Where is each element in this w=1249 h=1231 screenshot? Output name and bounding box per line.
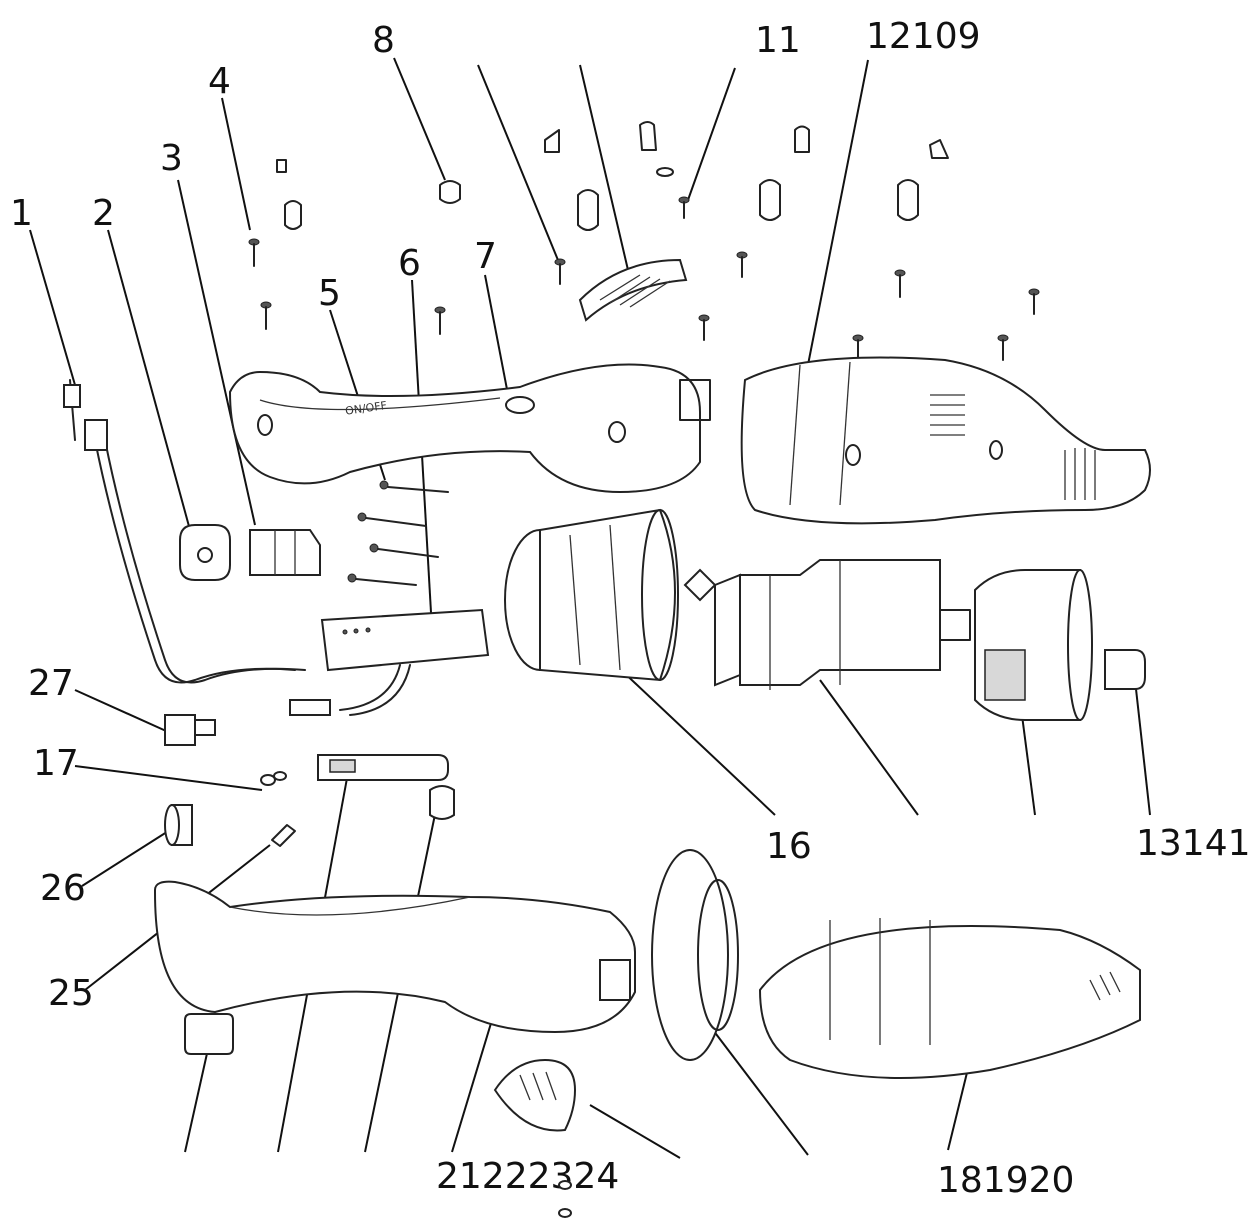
top-pegs: [276, 121, 949, 231]
screw-icon: [260, 301, 272, 330]
circuit-board: [289, 608, 490, 716]
screws: [248, 196, 1040, 361]
end-cap: [974, 569, 1146, 721]
label-181920: 181920: [937, 1160, 1074, 1201]
small-parts: [164, 714, 455, 847]
ring-band: [651, 849, 739, 1061]
label-8: 8: [372, 20, 395, 61]
label-131415: 131415: [1136, 823, 1249, 864]
front-housing-bottom: [758, 918, 1141, 1079]
label-1: 1: [10, 193, 33, 234]
screw-icon: [248, 238, 260, 267]
label-3: 3: [160, 138, 183, 179]
screw-icon: [736, 251, 748, 278]
label-26: 26: [40, 868, 86, 909]
screw-icon: [678, 196, 690, 219]
screw-icon: [698, 314, 710, 341]
power-cable: [63, 379, 306, 684]
lower-parts: [184, 1013, 577, 1218]
label-2: 2: [92, 193, 115, 234]
switch-slider: [317, 754, 449, 781]
label-21222324: 21222324: [436, 1156, 619, 1197]
label-25: 25: [48, 973, 94, 1014]
label-16: 16: [766, 826, 812, 867]
front-housing-top: [740, 356, 1151, 525]
lower-housing: [154, 880, 636, 1034]
label-17: 17: [33, 743, 79, 784]
label-27: 27: [28, 663, 74, 704]
part-labels: 1 2 3 4 5 6 7 8 11 12109 16 131415 27 17…: [10, 16, 1249, 1201]
motor-assembly: [683, 559, 971, 690]
label-5: 5: [318, 273, 341, 314]
long-screws: [347, 480, 449, 586]
switch-block: [249, 529, 321, 576]
screw-icon: [554, 258, 566, 285]
screw-icon: [1028, 288, 1040, 315]
label-12109: 12109: [866, 16, 981, 57]
upper-housing: ON/OFF: [228, 363, 711, 494]
screw-icon: [894, 269, 906, 298]
label-11: 11: [755, 20, 801, 61]
screw-icon: [997, 334, 1009, 361]
screw-icon: [852, 334, 864, 361]
leader-lines: [29, 57, 1151, 1159]
on-off-mark: ON/OFF: [344, 399, 387, 418]
fan-duct: [504, 508, 679, 682]
label-4: 4: [208, 61, 231, 102]
screw-icon: [434, 306, 446, 335]
cable-grommet: [179, 524, 231, 581]
label-7: 7: [474, 236, 497, 277]
label-6: 6: [398, 243, 421, 284]
vent-grille: [578, 258, 688, 322]
